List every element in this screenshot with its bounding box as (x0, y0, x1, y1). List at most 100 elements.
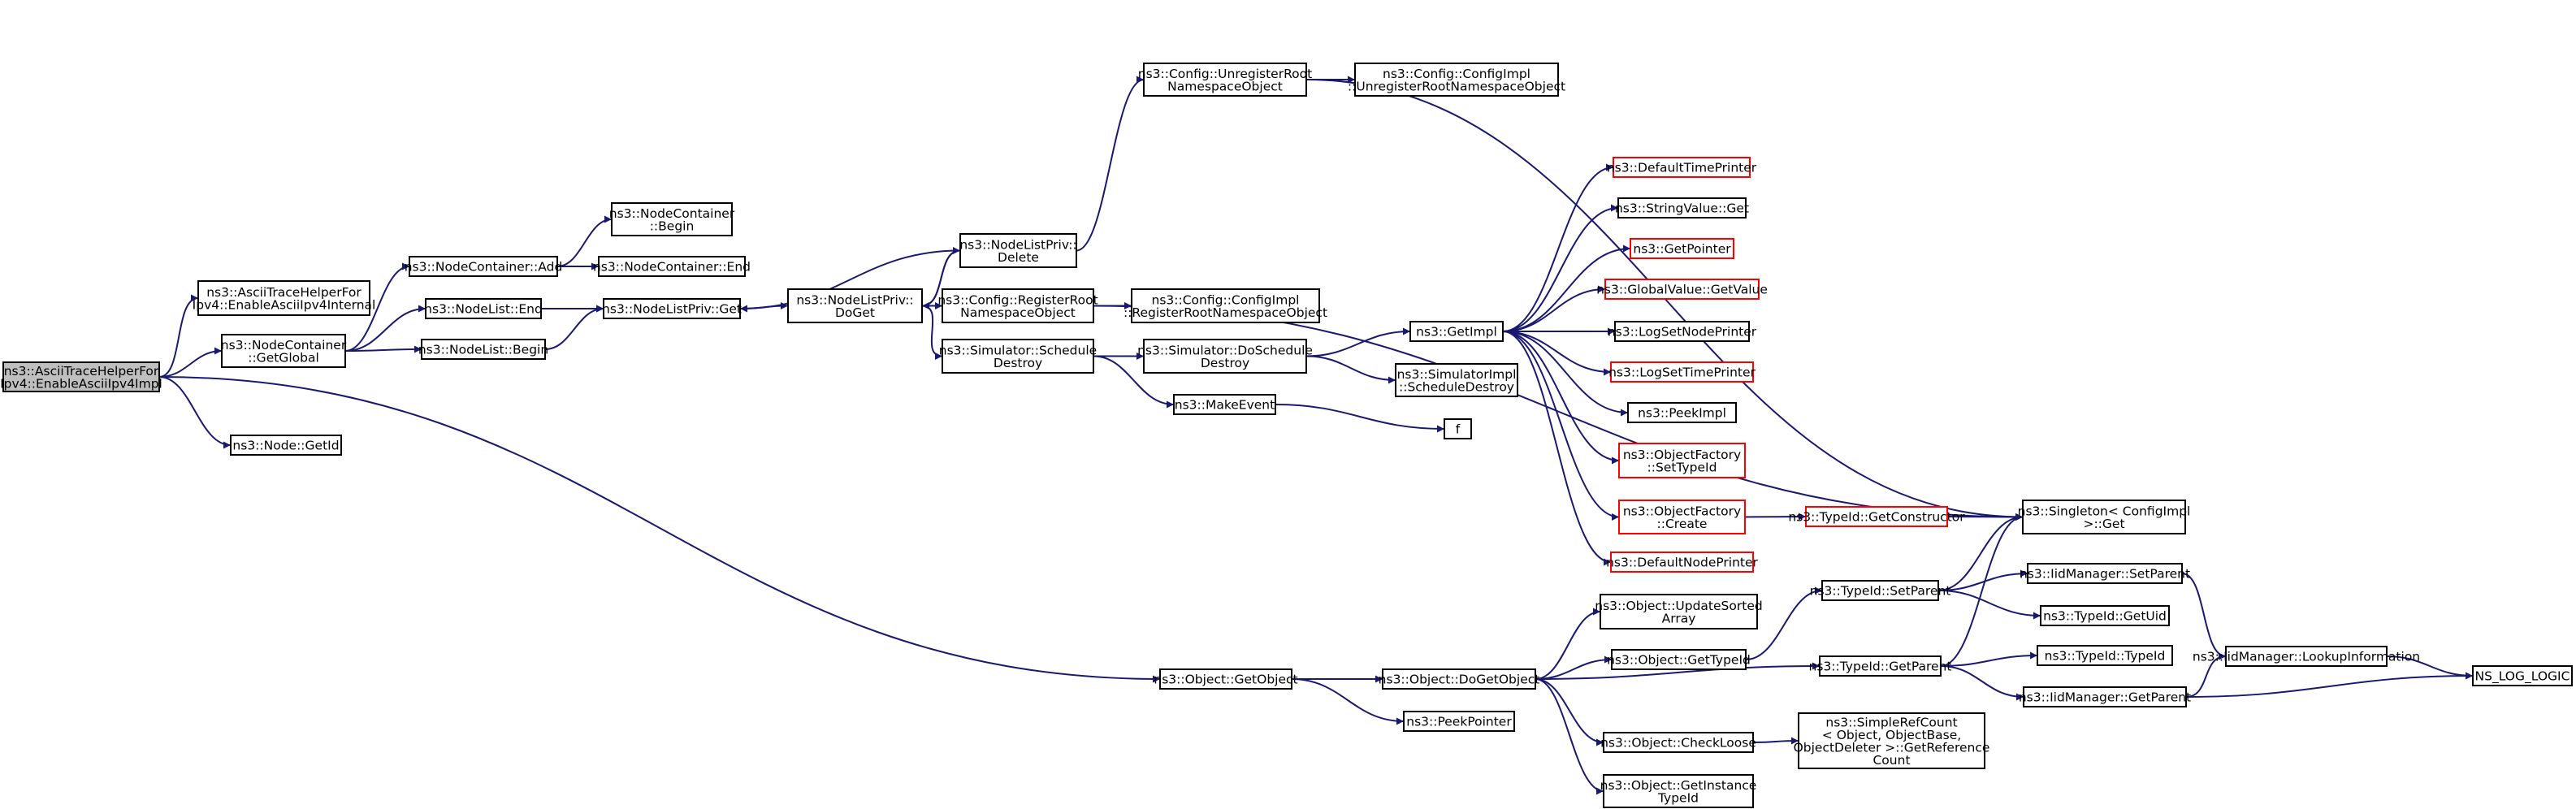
node-peek-impl[interactable]: ns3::PeekImpl (1627, 402, 1737, 423)
node-simple-ref-count[interactable]: ns3::SimpleRefCount< Object, ObjectBase,… (1794, 712, 1990, 769)
node-box (2037, 645, 2173, 666)
node-cfg-register[interactable]: ns3::Config::RegisterRootNamespaceObject (937, 288, 1098, 323)
node-obj-check-loose[interactable]: ns3::Object::CheckLoose (1600, 732, 1756, 753)
node-def-time-printer[interactable]: ns3::DefaultTimePrinter (1607, 157, 1757, 178)
node-of-set-type-id[interactable]: ns3::ObjectFactory::SetTypeId (1618, 443, 1746, 478)
node-label: ns3::NodeListPriv:: (796, 292, 913, 307)
node-label: ns3::Simulator::Schedule (939, 343, 1097, 357)
node-gv-get-value[interactable]: ns3::GlobalValue::GetValue (1596, 279, 1768, 300)
node-tid-get-uid[interactable]: ns3::TypeId::GetUid (2040, 605, 2170, 626)
node-label: ns3::NodeContainer::End (593, 260, 751, 275)
node-nc-get-global[interactable]: ns3::NodeContainer::GetGlobal (221, 334, 347, 368)
node-tid-type-id[interactable]: ns3::TypeId::TypeId (2037, 645, 2173, 666)
edge-root-to-obj-get-object (158, 376, 1161, 683)
node-box (1603, 774, 1754, 808)
node-node-get-id[interactable]: ns3::Node::GetId (230, 435, 342, 456)
node-enable-internal[interactable]: ns3::AsciiTraceHelperForIpv4::EnableAsci… (193, 280, 376, 316)
edge-obj-get-type-id-to-tid-set-parent (1745, 586, 1823, 660)
node-sim-impl-sched[interactable]: ns3::SimulatorImpl::ScheduleDestroy (1395, 363, 1518, 397)
node-iid-lookup[interactable]: ns3::IidManager::LookupInformation (2193, 646, 2420, 667)
node-impl-register[interactable]: ns3::Config::ConfigImpl::RegisterRootNam… (1123, 288, 1327, 323)
edge-tid-set-parent-to-tid-get-uid (1937, 590, 2041, 620)
node-label: < Object, ObjectBase, (1822, 728, 1961, 742)
node-nc-add[interactable]: ns3::NodeContainer::Add (405, 256, 563, 277)
edge-obj-check-loose-to-simple-ref-count (1752, 737, 1799, 745)
node-box (942, 288, 1094, 323)
node-box (611, 202, 733, 236)
edge-tid-get-parent-to-iid-get-parent (1940, 665, 2024, 701)
node-label: ns3::TypeId::TypeId (2045, 649, 2166, 664)
node-of-create[interactable]: ns3::ObjectFactory::Create (1618, 500, 1746, 534)
node-get-impl[interactable]: ns3::GetImpl (1409, 321, 1504, 342)
node-box (2027, 563, 2183, 584)
node-box (2022, 500, 2186, 534)
node-box (230, 435, 342, 456)
node-label: ObjectDeleter >::GetReference (1794, 740, 1990, 755)
node-label: ns3::Object::DoGetObject (1379, 673, 1540, 687)
node-tid-get-parent[interactable]: ns3::TypeId::GetParent (1809, 655, 1952, 677)
edge-root-to-nc-get-global (158, 347, 223, 378)
node-str-val-get[interactable]: ns3::StringValue::Get (1615, 197, 1749, 218)
node-nlp-get[interactable]: ns3::NodeListPriv::Get (602, 298, 742, 319)
edge-sim-sched-destroy-to-make-event (1093, 355, 1175, 409)
node-sim-sched-destroy[interactable]: ns3::Simulator::ScheduleDestroy (939, 339, 1097, 374)
node-nc-begin[interactable]: ns3::NodeContainer::Begin (609, 202, 735, 236)
node-nl-end[interactable]: ns3::NodeList::End (424, 298, 543, 319)
node-box (1610, 361, 1754, 383)
edge-get-impl-to-def-time-printer (1502, 163, 1614, 332)
edge-get-impl-to-of-create (1502, 331, 1620, 521)
node-box (1395, 363, 1518, 397)
node-ns-log-logic[interactable]: NS_LOG_LOGIC (2472, 665, 2573, 686)
edge-obj-do-get-object-to-tid-get-parent (1535, 662, 1821, 680)
node-peek-pointer[interactable]: ns3::PeekPointer (1403, 711, 1515, 732)
node-label: ns3::Object::GetObject (1154, 673, 1297, 687)
node-root[interactable]: ns3::AsciiTraceHelperForIpv4::EnableAsci… (0, 361, 162, 392)
node-label: ns3::Object::UpdateSorted (1595, 599, 1762, 613)
edge-root-to-node-get-id (158, 376, 232, 449)
node-iid-get-parent[interactable]: ns3::IidManager::GetParent (2019, 686, 2191, 707)
node-box (1403, 711, 1515, 732)
node-tid-get-ctor[interactable]: ns3::TypeId::GetConstructor (1788, 506, 1965, 527)
node-nc-end[interactable]: ns3::NodeContainer::End (593, 256, 751, 277)
node-label: ns3::NodeListPriv::Get (602, 302, 742, 317)
node-obj-get-type-id[interactable]: ns3::Object::GetTypeId (1607, 649, 1751, 670)
edge-get-impl-to-of-set-type-id (1502, 331, 1620, 465)
edge-sim-do-sched-to-get-impl (1305, 327, 1411, 357)
node-label: ns3::Config::RegisterRoot (937, 292, 1098, 307)
edge-iid-get-parent-to-iid-lookup (2185, 652, 2227, 698)
node-tid-set-parent[interactable]: ns3::TypeId::SetParent (1810, 580, 1951, 601)
node-label: ns3::Config::ConfigImpl (1152, 292, 1300, 307)
node-label: ns3::LogSetTimePrinter (1608, 366, 1756, 380)
node-box (2, 361, 160, 392)
node-f[interactable]: f (1444, 418, 1472, 439)
node-cfg-unregister[interactable]: ns3::Config::UnregisterRootNamespaceObje… (1138, 63, 1312, 97)
edge-tid-set-parent-to-iid-set-parent (1937, 569, 2028, 591)
node-singleton-get[interactable]: ns3::Singleton< ConfigImpl >::Get (2018, 500, 2191, 534)
node-box (2040, 605, 2170, 626)
node-impl-unregister[interactable]: ns3::Config::ConfigImpl::UnregisterRootN… (1348, 63, 1565, 97)
node-label: ns3::Singleton< ConfigImpl (2018, 504, 2191, 518)
node-get-pointer[interactable]: ns3::GetPointer (1630, 238, 1734, 259)
node-obj-do-get-object[interactable]: ns3::Object::DoGetObject (1379, 668, 1540, 690)
node-def-node-printer[interactable]: ns3::DefaultNodePrinter (1606, 552, 1759, 573)
node-nlp-do-get[interactable]: ns3::NodeListPriv::DoGet (787, 288, 923, 323)
node-box (598, 256, 746, 277)
node-make-event[interactable]: ns3::MakeEvent (1173, 394, 1276, 415)
node-nl-begin[interactable]: ns3::NodeList::Begin (418, 339, 548, 360)
node-box (1610, 552, 1754, 573)
node-log-set-node[interactable]: ns3::LogSetNodePrinter (1608, 321, 1757, 342)
nodes-layer: ns3::AsciiTraceHelperForIpv4::EnableAsci… (0, 63, 2573, 808)
node-label: ns3::NodeList::End (424, 302, 543, 317)
edge-tid-set-parent-to-singleton-get (1937, 513, 2024, 591)
edge-nlp-delete-to-cfg-unregister (1076, 76, 1145, 252)
node-box (1805, 506, 1948, 527)
node-iid-set-parent[interactable]: ns3::IidManager::SetParent (2020, 563, 2190, 584)
node-obj-get-object[interactable]: ns3::Object::GetObject (1154, 668, 1298, 690)
node-box (1131, 288, 1320, 323)
node-nlp-delete[interactable]: ns3::NodeListPriv::Delete (959, 233, 1077, 268)
node-box (1159, 668, 1292, 690)
node-log-set-time[interactable]: ns3::LogSetTimePrinter (1608, 361, 1756, 383)
